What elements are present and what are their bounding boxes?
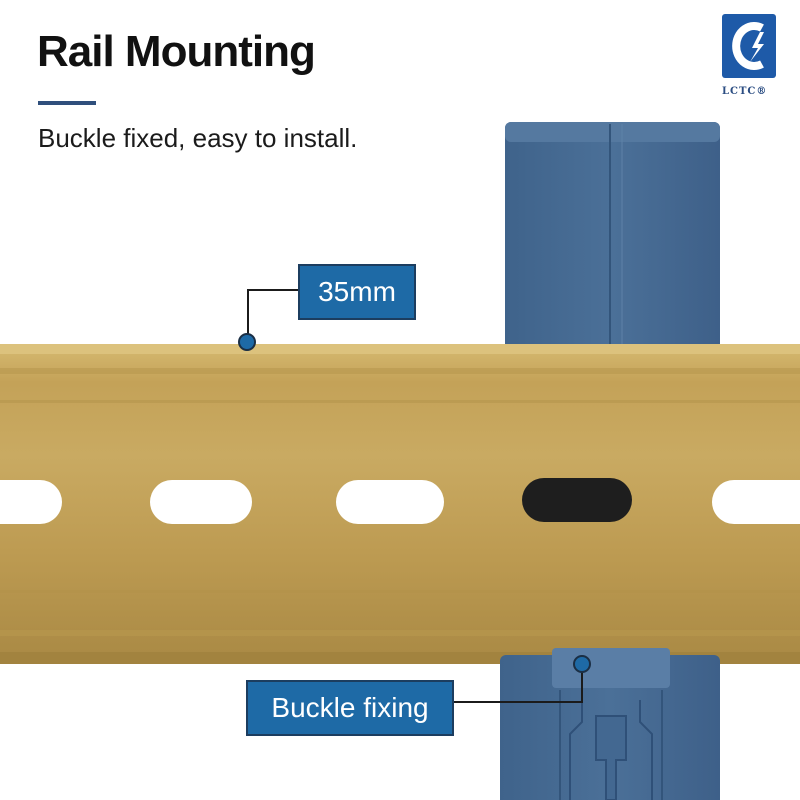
page-title: Rail Mounting <box>37 27 316 76</box>
rail-slots <box>0 478 800 524</box>
buckle-fixing-callout: Buckle fixing <box>246 680 454 736</box>
callout-leader-width <box>238 289 298 351</box>
page-subtitle: Buckle fixed, easy to install. <box>38 123 358 153</box>
din-module-bottom <box>500 648 720 800</box>
callout-leader-buckle <box>454 655 591 703</box>
title-underline <box>38 101 96 105</box>
din-rail <box>0 344 800 664</box>
brand-logo <box>722 14 778 84</box>
lightning-c-icon <box>732 22 764 70</box>
din-module-top <box>505 122 720 350</box>
rail-width-callout: 35mm <box>298 264 416 320</box>
logo-wordmark: LCTC® <box>722 86 768 97</box>
